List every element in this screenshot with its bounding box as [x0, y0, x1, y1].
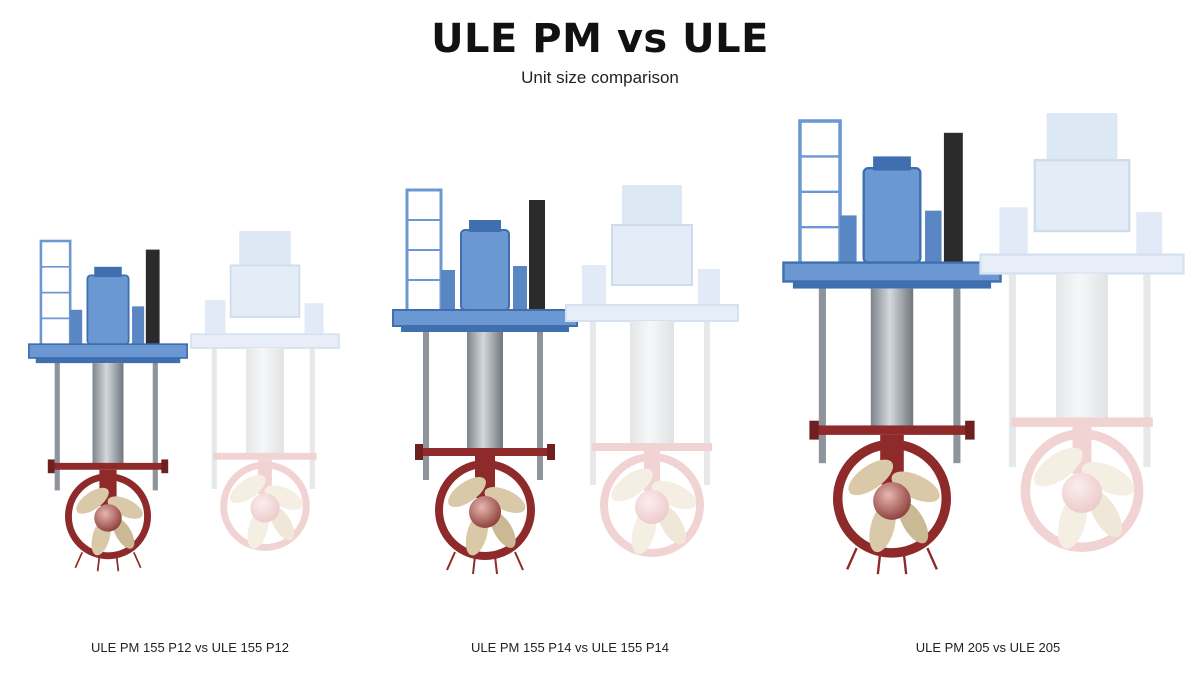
- ule-205-unit: [981, 113, 1184, 552]
- page-title: ULE PM vs ULE: [431, 16, 769, 62]
- pm-205-unit: [783, 121, 1000, 574]
- comparison-caption-2: ULE PM 155 P14 vs ULE 155 P14: [470, 640, 669, 655]
- ule-155-p14-unit: [566, 185, 738, 557]
- pm-155-p14-unit: [393, 190, 577, 574]
- comparison-caption-3: ULE PM 205 vs ULE 205: [915, 640, 1061, 655]
- comparison-caption-1: ULE PM 155 P12 vs ULE 155 P12: [90, 640, 289, 655]
- pm-155-p12-unit: [29, 241, 187, 571]
- page-subtitle: Unit size comparison: [521, 68, 679, 87]
- ule-155-p12-unit: [191, 231, 339, 551]
